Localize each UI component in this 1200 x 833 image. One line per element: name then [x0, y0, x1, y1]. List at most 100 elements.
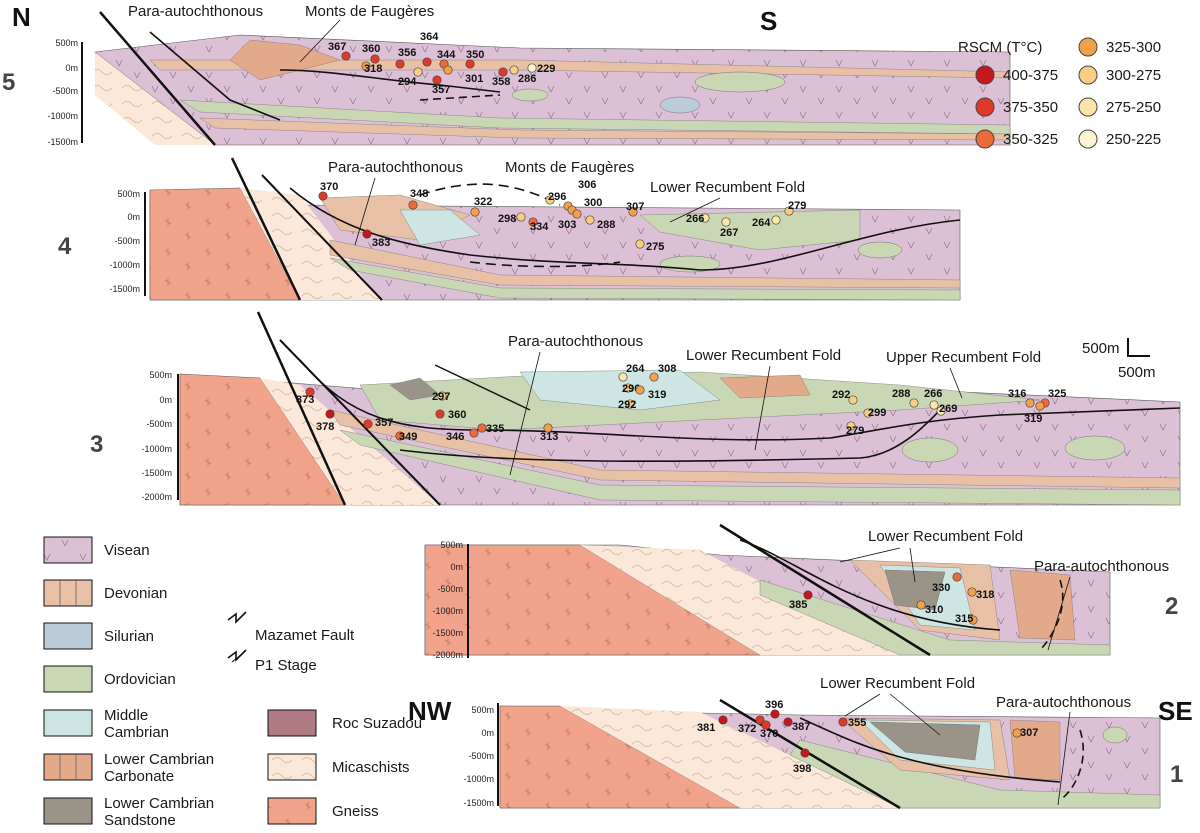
legend-swatch-middle-cambrian — [43, 709, 93, 737]
sample-point-s3 — [435, 409, 445, 419]
legend-swatch-gneiss — [267, 797, 317, 825]
sample-point-s1 — [1012, 728, 1022, 738]
rscm-legend: RSCM (T°C) 400-375375-350350-325325-3003… — [958, 37, 1161, 149]
sample-temperature-label: 319 — [1024, 413, 1042, 425]
sample-point-s4 — [585, 215, 595, 225]
legend-label-silurian: Silurian — [104, 628, 154, 645]
s2-tick: 0m — [450, 562, 463, 572]
sample-point-s4 — [700, 213, 710, 223]
rscm-legend-swatch — [1078, 37, 1098, 57]
sample-point-s3 — [363, 419, 373, 429]
s3-tick: -500m — [146, 419, 172, 429]
sample-temperature-label: 356 — [398, 47, 416, 59]
sample-temperature-label: 370 — [320, 181, 338, 193]
p1-stage-icon — [227, 649, 247, 663]
sample-point-s2 — [952, 572, 962, 582]
sample-point-s3 — [635, 385, 645, 395]
sample-point-s3 — [618, 372, 628, 382]
sample-point-s4 — [545, 195, 555, 205]
sample-temperature-label: 355 — [848, 717, 866, 729]
label-monts-de-faugeres: Monts de Faugères — [505, 159, 634, 176]
sample-temperature-label: 344 — [437, 49, 456, 61]
sample-temperature-label: 264 — [626, 363, 645, 375]
label-para-autochthonous: Para-autochthonous — [328, 159, 463, 176]
label-lower-recumbent-fold: Lower Recumbent Fold — [868, 528, 1023, 545]
sample-point-s4 — [528, 217, 538, 227]
sample-point-s3 — [649, 372, 659, 382]
sample-temperature-label: 286 — [518, 73, 536, 85]
s5-tick: -500m — [52, 86, 78, 96]
unit-labels: Para-autochthonous Monts de Faugères Par… — [128, 3, 1169, 806]
section-3-depth-axis: 500m 0m -500m -1000m -1500m -2000m — [141, 370, 179, 502]
sample-point-s4 — [516, 212, 526, 222]
sample-temperature-label: 279 — [788, 200, 806, 212]
sample-point-s4 — [784, 206, 794, 216]
sample-temperature-label: 350 — [466, 49, 484, 61]
section-1 — [499, 698, 1161, 810]
sample-point-s3 — [848, 395, 858, 405]
legend-label-mazamet-fault: Mazamet Fault — [255, 627, 355, 644]
sample-point-s4 — [470, 207, 480, 217]
sample-temperature-label: 310 — [925, 604, 943, 616]
sample-point-s5 — [413, 67, 423, 77]
label-para-autochthonous: Para-autochthonous — [508, 333, 643, 350]
sample-temperature-label: 385 — [789, 599, 807, 611]
sample-point-s1 — [755, 715, 765, 725]
sample-temperature-label: 334 — [530, 221, 549, 233]
sample-temperature-label: 264 — [752, 217, 771, 229]
section-5-depth-axis: 500m 0m -500m -1000m -1500m — [47, 38, 83, 147]
sample-point-s2 — [916, 600, 926, 610]
sample-point-s4 — [318, 191, 328, 201]
sample-temperature-label: 372 — [738, 723, 756, 735]
s5-tick: -1000m — [47, 111, 78, 121]
s5-tick: 0m — [65, 63, 78, 73]
sample-point-s1 — [761, 720, 771, 730]
sample-temperature-label: 357 — [432, 84, 450, 96]
rscm-legend-label: 275-250 — [1106, 99, 1161, 116]
section-4 — [149, 157, 961, 301]
sample-temperature-label: 301 — [465, 73, 483, 85]
sample-temperature-label: 266 — [686, 213, 704, 225]
north-label: N — [12, 2, 31, 32]
label-para-autochthonous: Para-autochthonous — [996, 694, 1131, 711]
legend-swatch-micaschists — [267, 753, 317, 781]
sample-temperature-label: 315 — [955, 613, 973, 625]
legend-swatch-roc-suzadou — [267, 709, 317, 737]
label-para-autochthonous: Para-autochthonous — [1034, 558, 1169, 575]
rscm-legend-swatch — [1078, 65, 1098, 85]
sample-temperature-label: 373 — [296, 394, 314, 406]
s2-tick: -500m — [437, 584, 463, 594]
sample-point-s3 — [846, 421, 856, 431]
sample-temperature-label: 288 — [597, 219, 615, 231]
section-number-2: 2 — [1165, 593, 1178, 620]
sample-point-s2 — [968, 615, 978, 625]
sample-point-s4 — [628, 207, 638, 217]
sample-temperature-label: 229 — [537, 63, 555, 75]
sample-point-s3 — [437, 391, 447, 401]
s1-tick: 500m — [471, 705, 494, 715]
section-number-1: 1 — [1170, 761, 1183, 788]
sample-temperature-label: 288 — [892, 388, 910, 400]
sample-temperature-label: 299 — [868, 407, 886, 419]
legend-label-ordovician: Ordovician — [104, 671, 176, 688]
scale-bar: 500m 500m — [1082, 338, 1156, 381]
sample-point-s3 — [325, 409, 335, 419]
sample-temperature-label: 292 — [618, 399, 636, 411]
legend-label-visean: Visean — [104, 542, 150, 559]
sample-temperature-label: 303 — [558, 219, 576, 231]
sample-point-s3 — [305, 387, 315, 397]
s2-tick: -1500m — [432, 628, 463, 638]
south-label: S — [760, 6, 777, 36]
sample-temperature-label: 330 — [932, 582, 950, 594]
sample-temperature-label: 346 — [446, 431, 464, 443]
s1-tick: -500m — [468, 751, 494, 761]
s3-tick: -2000m — [141, 492, 172, 502]
label-para-autochthonous: Para-autochthonous — [128, 3, 263, 20]
sample-temperature-label: 308 — [658, 363, 676, 375]
sample-point-s5 — [361, 61, 371, 71]
sample-temperature-label: 307 — [1020, 727, 1038, 739]
s4-tick: -1000m — [109, 260, 140, 270]
